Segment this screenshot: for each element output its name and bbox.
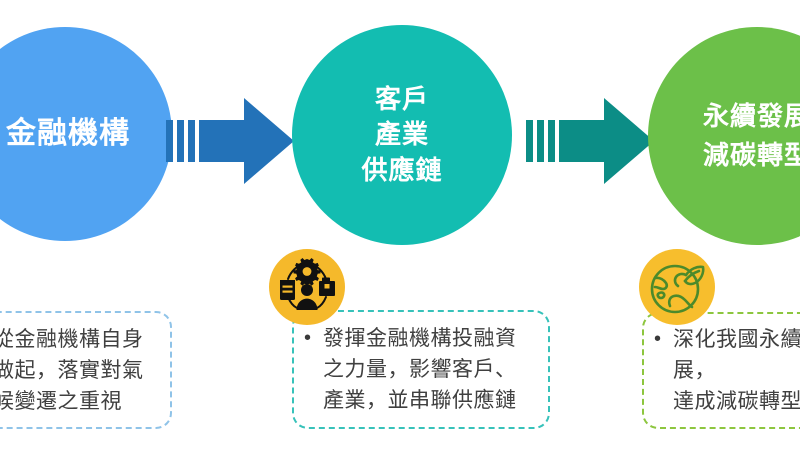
earth-leaf-icon	[639, 249, 715, 325]
circle-label-line: 減碳轉型	[702, 140, 800, 170]
note-text: 發揮金融機構投融資 之力量，影響客戶、 產業，並串聯供應鏈	[323, 327, 517, 412]
flow-arrow-financial-to-customer	[166, 98, 294, 184]
flow-arrow-customer-to-sustainability	[526, 98, 654, 184]
arrow-right-icon	[526, 98, 654, 184]
circle-label-line: 客戶	[374, 84, 429, 115]
note-text: 深化我國永續發展， 達成減碳轉型	[673, 328, 800, 413]
note-box-financial-institution: • 從金融機構自身 做起，落實對氣 候變遷之重視	[0, 311, 172, 429]
note-text: 從金融機構自身 做起，落實對氣 候變遷之重視	[0, 327, 144, 413]
note-box-customer-industry-supply-chain: • 發揮金融機構投融資 之力量，影響客戶、 產業，並串聯供應鏈	[292, 310, 550, 429]
circle-label-line: 永續發展	[702, 100, 800, 131]
bullet-marker: •	[304, 327, 312, 349]
stage-circle-financial-institution: 金融機構	[0, 27, 172, 241]
circle-label-line: 金融機構	[6, 116, 130, 150]
circle-label-line: 產業	[374, 119, 429, 150]
bullet-marker: •	[654, 328, 662, 350]
stage-circle-sustainable-development: 永續發展 減碳轉型	[648, 27, 800, 245]
supply-chain-icon	[269, 249, 345, 325]
circle-label-line: 供應鏈	[361, 154, 443, 185]
arrow-right-icon	[166, 98, 294, 184]
earth-leaf-glyph	[650, 264, 705, 314]
note-box-sustainable-development: • 深化我國永續發展， 達成減碳轉型	[642, 312, 800, 429]
stage-circle-customer-industry-supply-chain: 客戶 產業 供應鏈	[292, 25, 512, 245]
supply-chain-glyph	[280, 258, 335, 310]
